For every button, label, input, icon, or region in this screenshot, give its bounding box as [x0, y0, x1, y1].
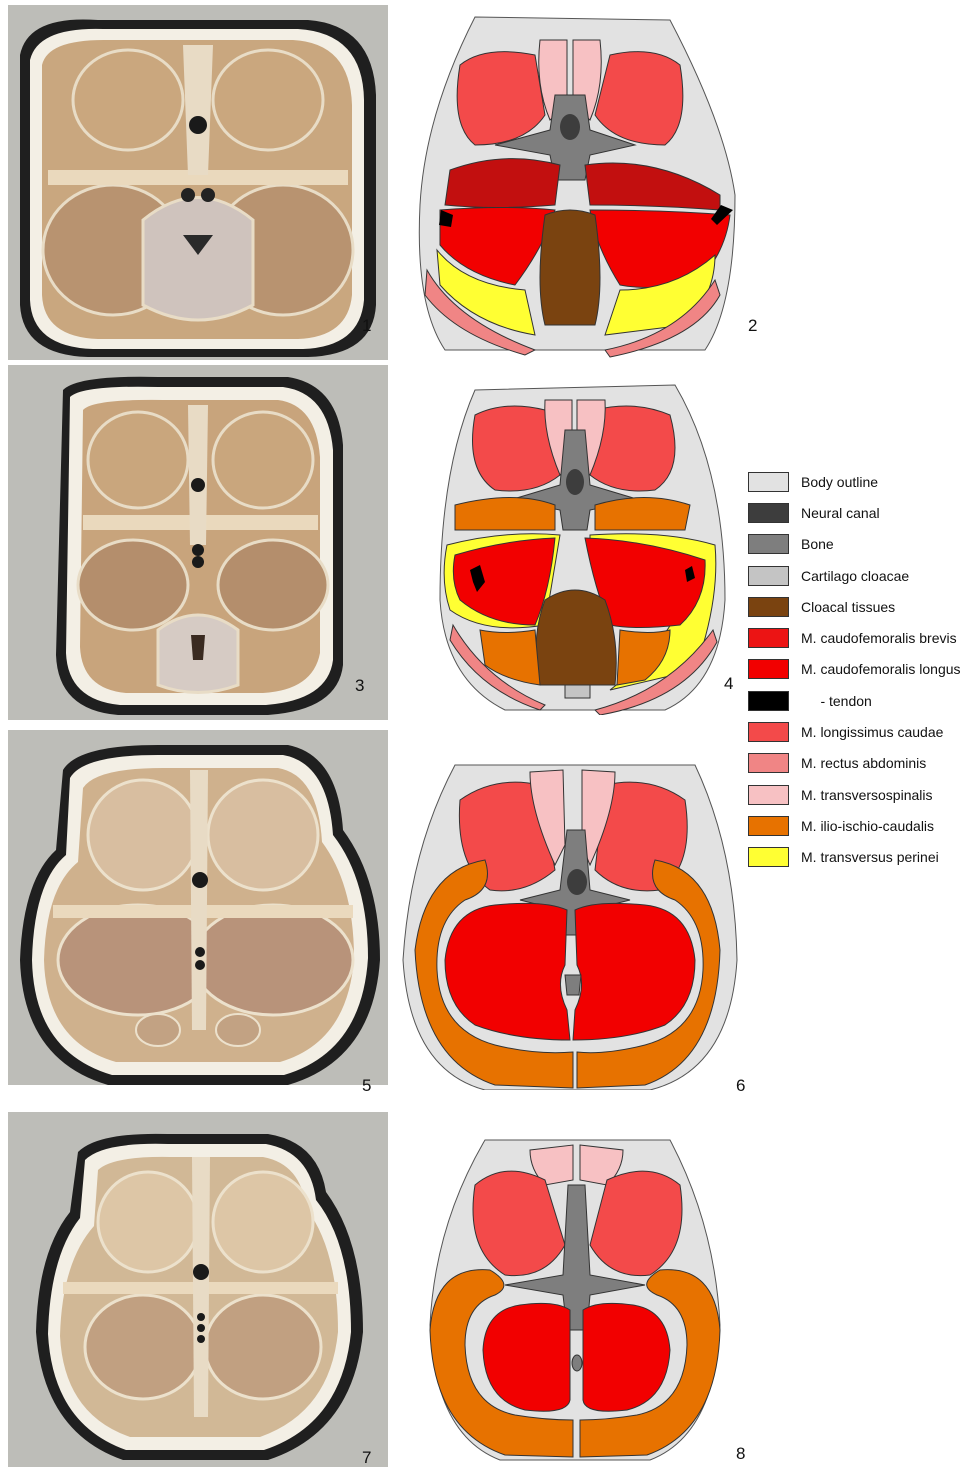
legend-label: M. rectus abdominis	[801, 755, 926, 771]
legend-item-ilio-ischio-caudalis: M. ilio-ischio-caudalis	[748, 810, 972, 841]
legend-swatch	[748, 691, 789, 711]
diagram-section-4	[395, 370, 740, 725]
photo-section-3-image	[8, 365, 388, 720]
photo-section-5-image	[8, 730, 388, 1085]
legend-swatch	[748, 597, 789, 617]
legend-item-transversus-perinei: M. transversus perinei	[748, 842, 972, 873]
legend-item-tendon: - tendon	[748, 685, 972, 716]
legend-swatch	[748, 566, 789, 586]
photo-section-1-image	[8, 5, 388, 360]
diagram-section-8	[395, 1115, 740, 1470]
legend-label: Cloacal tissues	[801, 599, 895, 615]
legend-swatch	[748, 722, 789, 742]
diagram-section-2	[395, 5, 740, 360]
figure-number-7: 7	[362, 1448, 371, 1468]
figure-number-2: 2	[748, 316, 757, 336]
figure-number-6: 6	[736, 1076, 745, 1096]
legend-swatch	[748, 628, 789, 648]
diagram-section-4-image	[395, 370, 740, 715]
photo-section-1	[8, 5, 388, 360]
diagram-section-8-image	[395, 1115, 740, 1465]
legend-swatch	[748, 659, 789, 679]
legend-label: M. transversus perinei	[801, 849, 939, 865]
legend-label: M. transversospinalis	[801, 787, 933, 803]
legend-item-rectus-abdominis: M. rectus abdominis	[748, 748, 972, 779]
legend-label: - tendon	[801, 693, 872, 709]
figure-number-8: 8	[736, 1444, 745, 1464]
legend-swatch	[748, 534, 789, 554]
legend-item-transversospinalis: M. transversospinalis	[748, 779, 972, 810]
legend-item-caudofemoralis-brevis: M. caudofemoralis brevis	[748, 622, 972, 653]
figure-number-5: 5	[362, 1076, 371, 1096]
legend-label: M. caudofemoralis longus	[801, 661, 961, 677]
legend-swatch	[748, 847, 789, 867]
photo-section-3	[8, 365, 388, 720]
legend-swatch	[748, 472, 789, 492]
legend-swatch	[748, 785, 789, 805]
figure-number-1: 1	[362, 316, 371, 336]
legend-label: Bone	[801, 536, 834, 552]
legend-label: M. ilio-ischio-caudalis	[801, 818, 934, 834]
photo-section-7	[8, 1112, 388, 1467]
legend-item-caudofemoralis-longus: M. caudofemoralis longus	[748, 654, 972, 685]
legend-label: Body outline	[801, 474, 878, 490]
legend: Body outline Neural canal Bone Cartilago…	[748, 466, 972, 873]
legend-item-longissimus-caudae: M. longissimus caudae	[748, 716, 972, 747]
legend-item-cloacal-tissues: Cloacal tissues	[748, 591, 972, 622]
legend-label: Cartilago cloacae	[801, 568, 909, 584]
figure-number-4: 4	[724, 674, 733, 694]
legend-swatch	[748, 503, 789, 523]
legend-item-body-outline: Body outline	[748, 466, 972, 497]
legend-label: M. longissimus caudae	[801, 724, 943, 740]
diagram-section-2-image	[395, 5, 740, 360]
legend-item-cartilago-cloacae: Cartilago cloacae	[748, 560, 972, 591]
photo-section-5	[8, 730, 388, 1085]
legend-label: M. caudofemoralis brevis	[801, 630, 957, 646]
legend-swatch	[748, 753, 789, 773]
legend-item-neural-canal: Neural canal	[748, 497, 972, 528]
diagram-section-6-image	[395, 740, 740, 1090]
legend-label: Neural canal	[801, 505, 880, 521]
figure-number-3: 3	[355, 676, 364, 696]
photo-section-7-image	[8, 1112, 388, 1467]
diagram-section-6	[395, 740, 740, 1095]
legend-swatch	[748, 816, 789, 836]
legend-item-bone: Bone	[748, 529, 972, 560]
